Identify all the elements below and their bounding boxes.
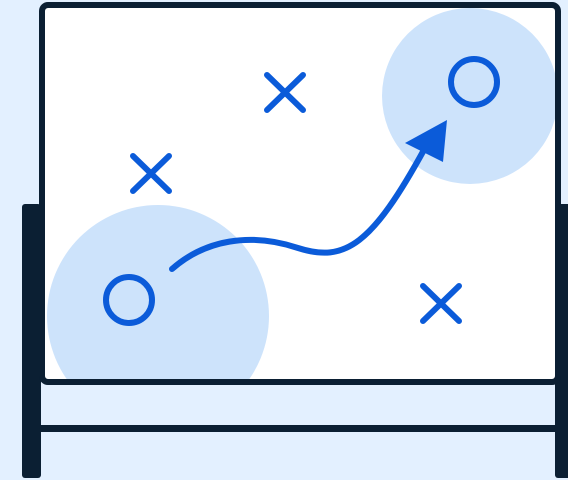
- curved-arrow-head-icon: [405, 120, 447, 162]
- x-mark-icon: [420, 283, 462, 324]
- o-mark-icon: [103, 274, 155, 326]
- stand-left-leg: [22, 204, 41, 478]
- x-mark-icon: [130, 153, 172, 194]
- play-path-curve: [169, 145, 428, 272]
- o-mark-icon: [448, 56, 500, 108]
- whiteboard-border: [39, 2, 561, 385]
- stand-crossbar: [36, 425, 562, 432]
- highlight-zone-bottom-left: [47, 205, 269, 382]
- x-mark-icon: [264, 72, 306, 113]
- highlight-zone-top-right: [382, 8, 558, 184]
